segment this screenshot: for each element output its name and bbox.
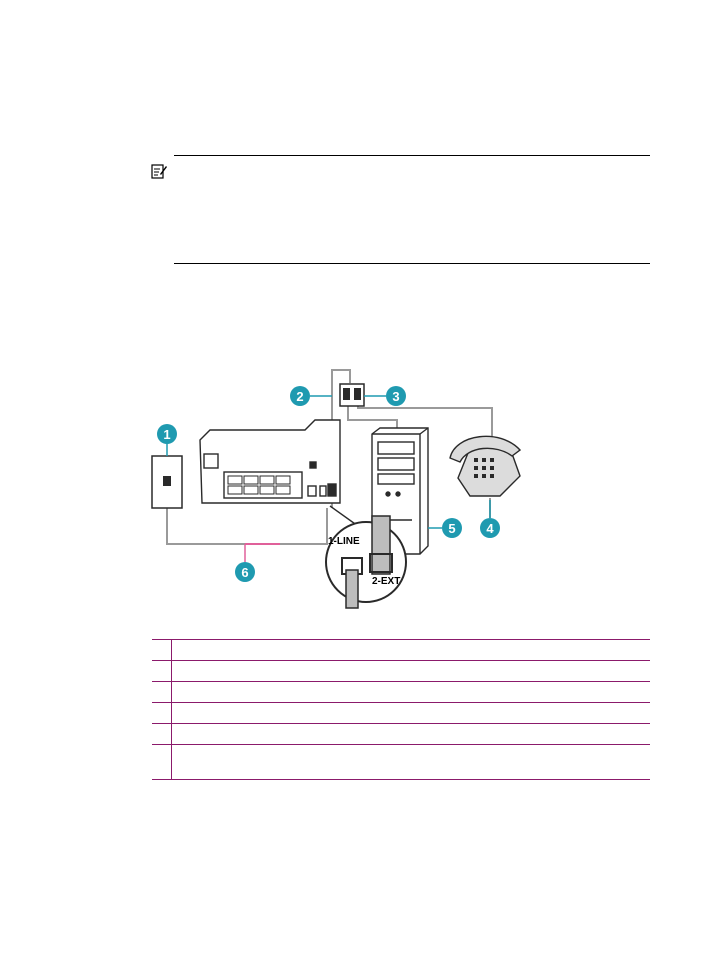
callout-6	[235, 562, 255, 582]
note-bottom-rule	[174, 263, 650, 264]
hp-device	[199, 419, 341, 504]
legend-number	[152, 681, 172, 703]
legend-number	[152, 660, 172, 682]
callout-3-label: 3	[392, 389, 399, 404]
phone-splitter	[339, 383, 365, 407]
table-row	[152, 681, 650, 703]
fax-connection-diagram: 1-LINE 2-EXT 1 2 3 4 5 6	[151, 369, 522, 609]
legend-number	[152, 639, 172, 661]
legend-description	[171, 702, 650, 724]
legend-description	[171, 660, 650, 682]
callout-5	[442, 518, 462, 538]
legend-description	[171, 744, 650, 780]
callout-3	[386, 386, 406, 406]
table-row	[152, 702, 650, 724]
telephone	[449, 435, 522, 497]
table-row	[152, 660, 650, 682]
callout-4-label: 4	[486, 521, 494, 536]
note-top-rule	[174, 155, 650, 156]
cable-splitter-to-computer	[347, 406, 398, 430]
callout-2	[290, 386, 310, 406]
legend-description	[171, 681, 650, 703]
callout-1-label: 1	[163, 427, 170, 442]
callout-5-label: 5	[448, 521, 455, 536]
line-cable-plug	[345, 569, 359, 609]
table-row	[152, 639, 650, 661]
cable-wall-to-device	[166, 504, 328, 545]
callout-6-label: 6	[241, 565, 248, 580]
port-label-ext: 2-EXT	[372, 576, 400, 587]
port-label-line: 1-LINE	[328, 536, 360, 547]
legend-number	[152, 723, 172, 745]
callout-4	[480, 518, 500, 538]
legend-description	[171, 639, 650, 661]
legend-description	[171, 723, 650, 745]
note-pencil-icon	[151, 164, 167, 179]
legend-number	[152, 744, 172, 780]
wall-jack	[151, 455, 183, 509]
ext-cable-plug	[371, 515, 391, 575]
ext-port	[369, 553, 393, 573]
callout-1	[157, 424, 177, 444]
table-row	[152, 744, 650, 780]
callout-legend-table	[152, 639, 650, 780]
callout-2-label: 2	[296, 389, 303, 404]
callouts: 1 2 3 4 5 6	[157, 386, 500, 582]
legend-number	[152, 702, 172, 724]
table-row	[152, 723, 650, 745]
port-inset: 1-LINE 2-EXT	[325, 505, 407, 609]
